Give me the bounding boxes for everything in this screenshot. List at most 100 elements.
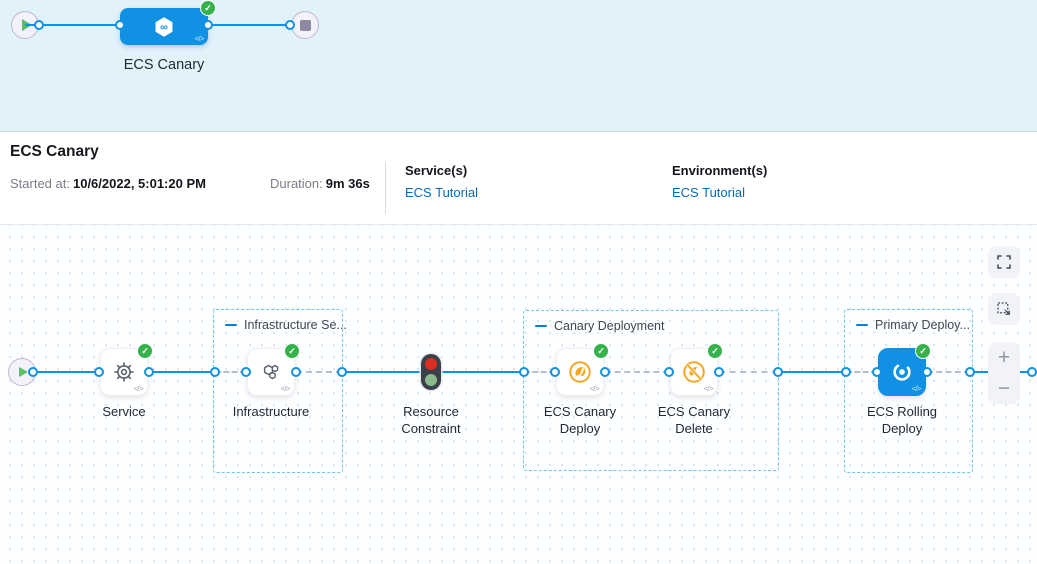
canary-icon [569, 361, 591, 383]
marquee-select-button[interactable] [988, 293, 1020, 325]
step-node-service[interactable]: ✓ </> [100, 343, 153, 396]
stage-graph-panel: ∞ </> ✓ ECS Canary [0, 0, 1037, 131]
success-badge-icon: ✓ [200, 0, 216, 16]
step-label: ECS Rolling Deploy [866, 404, 938, 436]
canary-delete-icon [683, 361, 705, 383]
duration-label: Duration: [270, 176, 323, 191]
execution-info-bar: ECS Canary Started at:10/6/2022, 5:01:20… [0, 131, 1037, 225]
edge-line [25, 23, 120, 27]
connector-dot [337, 367, 347, 377]
step-node-infrastructure[interactable]: ✓ </> [247, 343, 300, 396]
connector-dot [664, 367, 674, 377]
edge-line [778, 370, 846, 374]
cd-hexagon-icon: ∞ [155, 16, 173, 37]
success-badge-icon: ✓ [915, 343, 931, 359]
connector-dot [965, 367, 975, 377]
step-node-ecs-canary-delete[interactable]: ✓ </> [670, 343, 723, 396]
duration: Duration:9m 36s [270, 176, 370, 191]
code-chevrons-icon: </> [589, 384, 600, 393]
connector-dot [714, 367, 724, 377]
code-chevrons-icon: </> [194, 34, 205, 43]
connector-dot [115, 20, 125, 30]
edge-line-dashed [927, 371, 970, 373]
started-label: Started at: [10, 176, 70, 191]
connector-dot [210, 367, 220, 377]
traffic-light-red-icon [425, 358, 437, 370]
code-chevrons-icon: </> [911, 384, 922, 393]
edge-line [208, 23, 291, 27]
stop-icon [299, 19, 311, 31]
edge-line-dashed [605, 371, 669, 373]
zoom-controls: + − [988, 342, 1020, 404]
fit-to-screen-button[interactable] [988, 246, 1020, 278]
edge-line-dashed [296, 371, 342, 373]
collapse-icon[interactable] [856, 323, 868, 327]
collapse-icon[interactable] [225, 323, 237, 327]
connector-dot [94, 367, 104, 377]
connector-dot [285, 20, 295, 30]
edge-line [342, 370, 424, 374]
play-icon [19, 367, 28, 377]
group-label: Canary Deployment [554, 319, 665, 333]
edge-line-dashed [846, 371, 877, 373]
traffic-light-green-icon [425, 374, 437, 386]
success-badge-icon: ✓ [707, 343, 723, 359]
code-chevrons-icon: </> [133, 384, 144, 393]
connector-dot [519, 367, 529, 377]
connector-dot [144, 367, 154, 377]
step-label: ECS Canary Deploy [543, 404, 617, 436]
connector-dot [1027, 367, 1037, 377]
hexagons-icon [263, 364, 279, 380]
gear-icon [114, 362, 134, 382]
divider [385, 161, 386, 214]
edge-line [20, 370, 100, 374]
zoom-out-button[interactable]: − [997, 377, 1011, 400]
connector-dot [600, 367, 610, 377]
edge-line [439, 370, 524, 374]
edge-line [149, 370, 215, 374]
marquee-select-icon [997, 302, 1010, 315]
services-block: Service(s) ECS Tutorial [405, 163, 478, 200]
group-label: Infrastructure Se... [244, 318, 347, 332]
zoom-in-button[interactable]: + [997, 346, 1011, 369]
started-at: Started at:10/6/2022, 5:01:20 PM [10, 176, 206, 191]
group-infrastructure-section: Infrastructure Se... [213, 309, 347, 473]
ecs-rolling-icon [893, 363, 911, 381]
group-label: Primary Deploy... [875, 318, 970, 332]
success-badge-icon: ✓ [137, 343, 153, 359]
connector-dot [291, 367, 301, 377]
svg-text:∞: ∞ [160, 21, 168, 33]
step-label: Infrastructure [232, 404, 310, 419]
edge-line-dashed [215, 371, 246, 373]
services-link[interactable]: ECS Tutorial [405, 185, 478, 200]
execution-title: ECS Canary [10, 143, 99, 160]
services-label: Service(s) [405, 163, 468, 178]
step-label: ECS Canary Delete [657, 404, 731, 436]
stage-node-ecs-canary[interactable]: ∞ </> [120, 8, 208, 45]
connector-dot [922, 367, 932, 377]
duration-value: 9m 36s [325, 176, 370, 191]
step-node-ecs-canary-deploy[interactable]: ✓ </> [556, 343, 609, 396]
connector-dot [241, 367, 251, 377]
collapse-icon[interactable] [535, 324, 547, 328]
connector-dot [28, 367, 38, 377]
edge-line-dashed [524, 371, 555, 373]
success-badge-icon: ✓ [284, 343, 300, 359]
connector-dot [550, 367, 560, 377]
connector-dot [841, 367, 851, 377]
step-node-ecs-rolling-deploy[interactable]: ✓ </> [878, 343, 931, 396]
edge-line-dashed [719, 371, 778, 373]
code-chevrons-icon: </> [703, 384, 714, 393]
group-canary-deployment: Canary Deployment [523, 310, 779, 471]
environments-label: Environment(s) [672, 163, 768, 178]
execution-graph-canvas[interactable]: Infrastructure Se... Canary Deployment P… [0, 225, 1037, 564]
fit-to-screen-icon [997, 255, 1011, 269]
connector-dot [203, 20, 213, 30]
step-label: Resource Constraint [401, 404, 461, 436]
connector-dot [872, 367, 882, 377]
connector-dot [773, 367, 783, 377]
step-node-resource-constraint[interactable] [421, 354, 441, 390]
environments-link[interactable]: ECS Tutorial [672, 185, 745, 200]
pipeline-end-button[interactable] [291, 11, 319, 39]
connector-dot [34, 20, 44, 30]
